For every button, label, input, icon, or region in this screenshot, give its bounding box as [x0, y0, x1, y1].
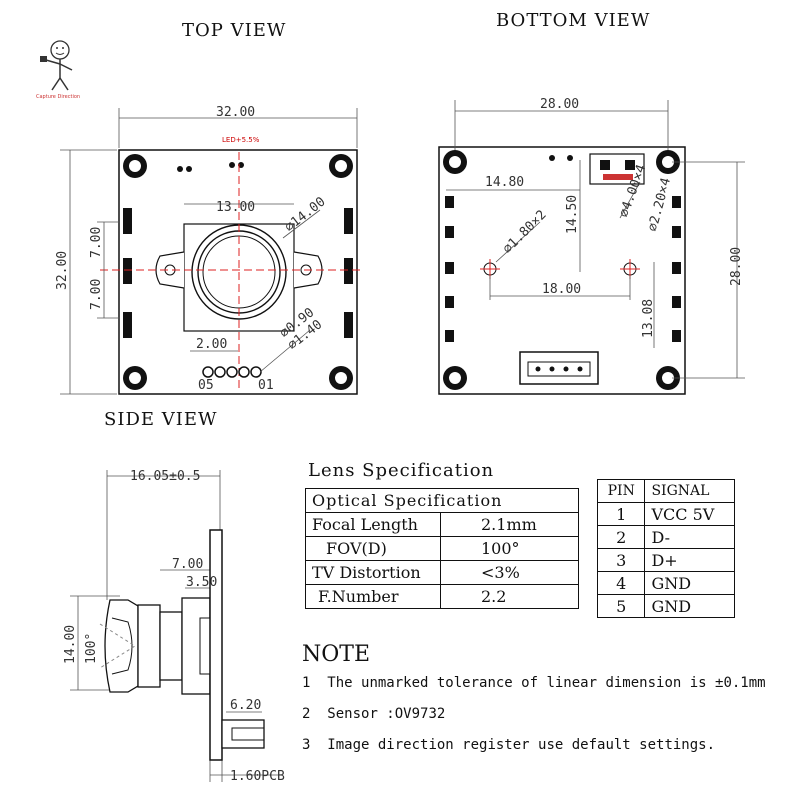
note-number: 2	[302, 706, 311, 722]
spec-key: TV Distortion	[305, 560, 441, 585]
signal-header: SIGNAL	[644, 479, 735, 503]
lens-width-dim: 13.00	[216, 200, 255, 215]
table-row: F.Number 2.2	[305, 584, 579, 609]
pin-number: 1	[596, 502, 646, 526]
pin-01-label: 01	[258, 378, 274, 393]
pin-number: 3	[596, 548, 646, 572]
side-view: 16.05±0.5 7.00 3.50 14.00 100° 6.20 1.60…	[63, 469, 285, 784]
spec-key: FOV(D)	[305, 536, 441, 561]
pad-dim: ∅2.20×4	[645, 176, 674, 233]
pin-number: 4	[596, 571, 646, 595]
bottom-h2-dim: 18.00	[542, 282, 581, 297]
pin-signal: VCC 5V	[644, 502, 735, 526]
side-conn-dim: 6.20	[230, 698, 261, 713]
bottom-v1-dim: 14.50	[565, 195, 580, 234]
side-length-dim: 16.05±0.5	[130, 469, 200, 484]
note-text: The unmarked tolerance of linear dimensi…	[327, 675, 766, 691]
pin-pitch-dim: 2.00	[196, 337, 227, 352]
side-d1-dim: 7.00	[172, 557, 203, 572]
led-label: LED+5.5%	[222, 136, 260, 144]
bottom-view: 28.00 28.00 14.80 14.50 ∅1.80×2 ∅4.00×4 …	[438, 97, 745, 395]
note-item: 3 Image direction register use default s…	[302, 737, 715, 753]
bottom-view-title: BOTTOM VIEW	[496, 10, 650, 31]
spec-value: 100°	[440, 536, 579, 561]
note-title: NOTE	[302, 642, 371, 667]
side-view-title: SIDE VIEW	[104, 409, 217, 430]
bottom-height-dim: 28.00	[729, 247, 744, 286]
lens-diameter-dim: ∅14.00	[282, 194, 328, 235]
spec-key: F.Number	[305, 584, 441, 609]
note-item: 2 Sensor :OV9732	[302, 706, 445, 722]
side-d2-dim: 3.50	[186, 575, 217, 590]
table-row: FOV(D) 100°	[305, 536, 579, 561]
pin-05-label: 05	[198, 378, 214, 393]
pin-signal: D-	[644, 525, 735, 549]
top-view-title: TOP VIEW	[182, 20, 286, 41]
pin-number: 5	[596, 594, 646, 618]
pin-signal: GND	[644, 594, 735, 618]
top-height-dim: 32.00	[55, 251, 70, 290]
side-height-dim: 14.00	[63, 625, 78, 664]
table-row: Focal Length 2.1mm	[305, 512, 579, 537]
note-text: Sensor :OV9732	[327, 706, 446, 722]
bottom-width-dim: 28.00	[540, 97, 579, 112]
side-pcb-dim: 1.60PCB	[230, 769, 285, 784]
logo-text: Capture Direction	[36, 94, 80, 100]
left-upper-dim: 7.00	[89, 227, 104, 258]
pin-number: 2	[596, 525, 646, 549]
side-angle-dim: 100°	[84, 633, 99, 664]
top-width-dim: 32.00	[216, 105, 255, 120]
pin-signal: D+	[644, 548, 735, 572]
lens-spec-table: Optical Specification Focal Length 2.1mm…	[305, 488, 579, 609]
pin-signal: GND	[644, 571, 735, 595]
note-number: 3	[302, 737, 311, 753]
note-number: 1	[302, 675, 311, 691]
left-lower-dim: 7.00	[89, 279, 104, 310]
note-item: 1 The unmarked tolerance of linear dimen…	[302, 675, 766, 691]
bottom-v2-dim: 13.08	[641, 299, 656, 338]
lens-spec-header: Optical Specification	[305, 488, 579, 513]
lens-spec-title: Lens Specification	[308, 460, 495, 481]
table-row: TV Distortion <3%	[305, 560, 579, 585]
spec-value: 2.1mm	[440, 512, 579, 537]
spec-value: 2.2	[440, 584, 579, 609]
logo: Capture Direction	[36, 40, 80, 100]
bottom-hole-dim: ∅1.80×2	[500, 207, 549, 256]
bottom-h1-dim: 14.80	[485, 175, 524, 190]
spec-key: Focal Length	[305, 512, 441, 537]
note-text: Image direction register use default set…	[327, 737, 716, 753]
top-view: LED+5.5% 05 01	[55, 105, 360, 395]
spec-value: <3%	[440, 560, 579, 585]
mount-hole-dim: ∅4.00×4	[617, 163, 650, 220]
pin-header: PIN	[596, 479, 646, 503]
